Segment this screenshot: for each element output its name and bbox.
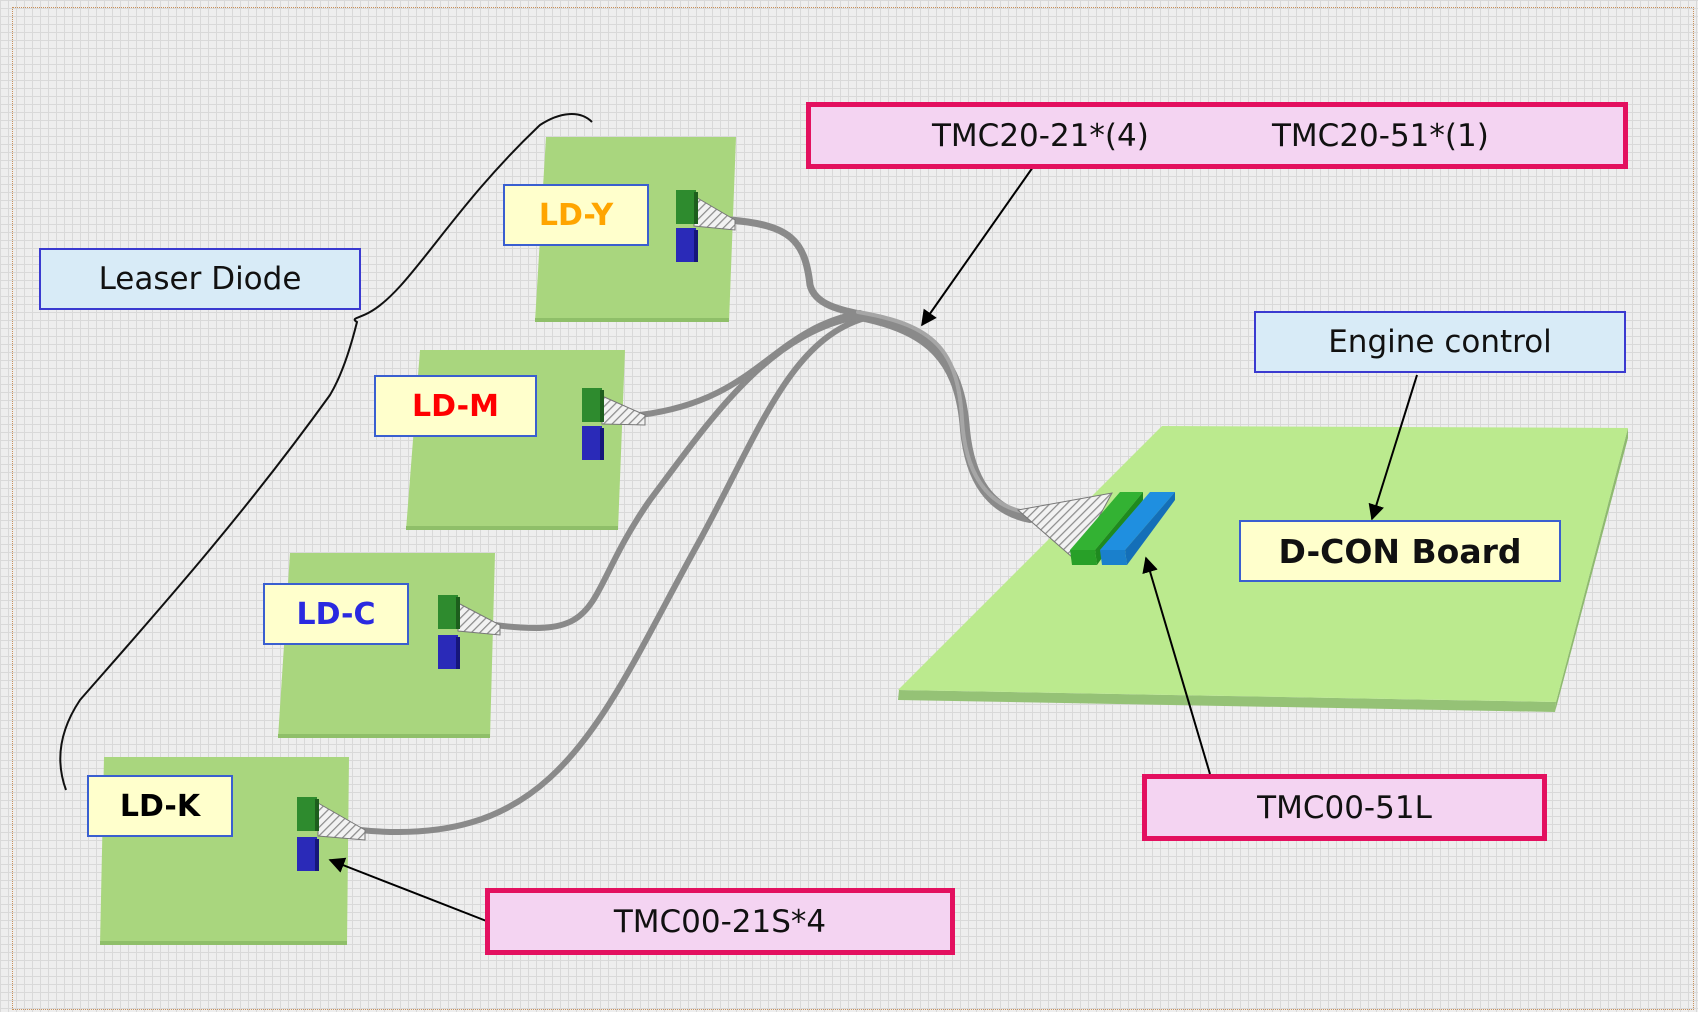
- cable-spec-left: TMC20-21*(4): [932, 117, 1149, 154]
- leaser-diode-label: Leaser Diode: [39, 248, 361, 310]
- connector-y: [676, 190, 698, 262]
- ld-k-label: LD-K: [87, 775, 233, 837]
- group-brace: [59, 113, 593, 791]
- ld-y-text: LD-Y: [538, 197, 614, 233]
- board-connectors: [1070, 492, 1175, 565]
- ld-m-text: LD-M: [412, 388, 499, 424]
- ld-y-label: LD-Y: [503, 184, 649, 246]
- connector-board-label: TMC00-51L: [1142, 774, 1547, 841]
- dcon-board-label: D-CON Board: [1239, 520, 1561, 582]
- engine-control-label: Engine control: [1254, 311, 1626, 373]
- dcon-board-text: D-CON Board: [1278, 531, 1522, 571]
- connector-c: [438, 595, 460, 669]
- engine-control-text: Engine control: [1328, 324, 1552, 360]
- ld-c-label: LD-C: [263, 583, 409, 645]
- slide-frame: [12, 7, 1694, 1010]
- ld-m-label: LD-M: [374, 375, 537, 437]
- ld-board-c: [278, 553, 495, 738]
- leaser-diode-label-text: Leaser Diode: [98, 261, 302, 297]
- ld-connectors: [297, 190, 698, 871]
- connector-m: [582, 388, 604, 460]
- connector-board-text: TMC00-51L: [1257, 789, 1432, 826]
- ribbon-ends: [317, 195, 1113, 841]
- cable-bundle: [357, 216, 1035, 835]
- connector-ld-label: TMC00-21S*4: [485, 888, 955, 955]
- ld-c-text: LD-C: [296, 596, 376, 632]
- connector-k: [297, 797, 319, 871]
- connector-ld-text: TMC00-21S*4: [613, 903, 827, 940]
- cable-spec-label: TMC20-21*(4) TMC20-51*(1): [806, 102, 1628, 169]
- cable-spec-right: TMC20-51*(1): [1272, 117, 1489, 154]
- ld-k-text: LD-K: [119, 788, 201, 824]
